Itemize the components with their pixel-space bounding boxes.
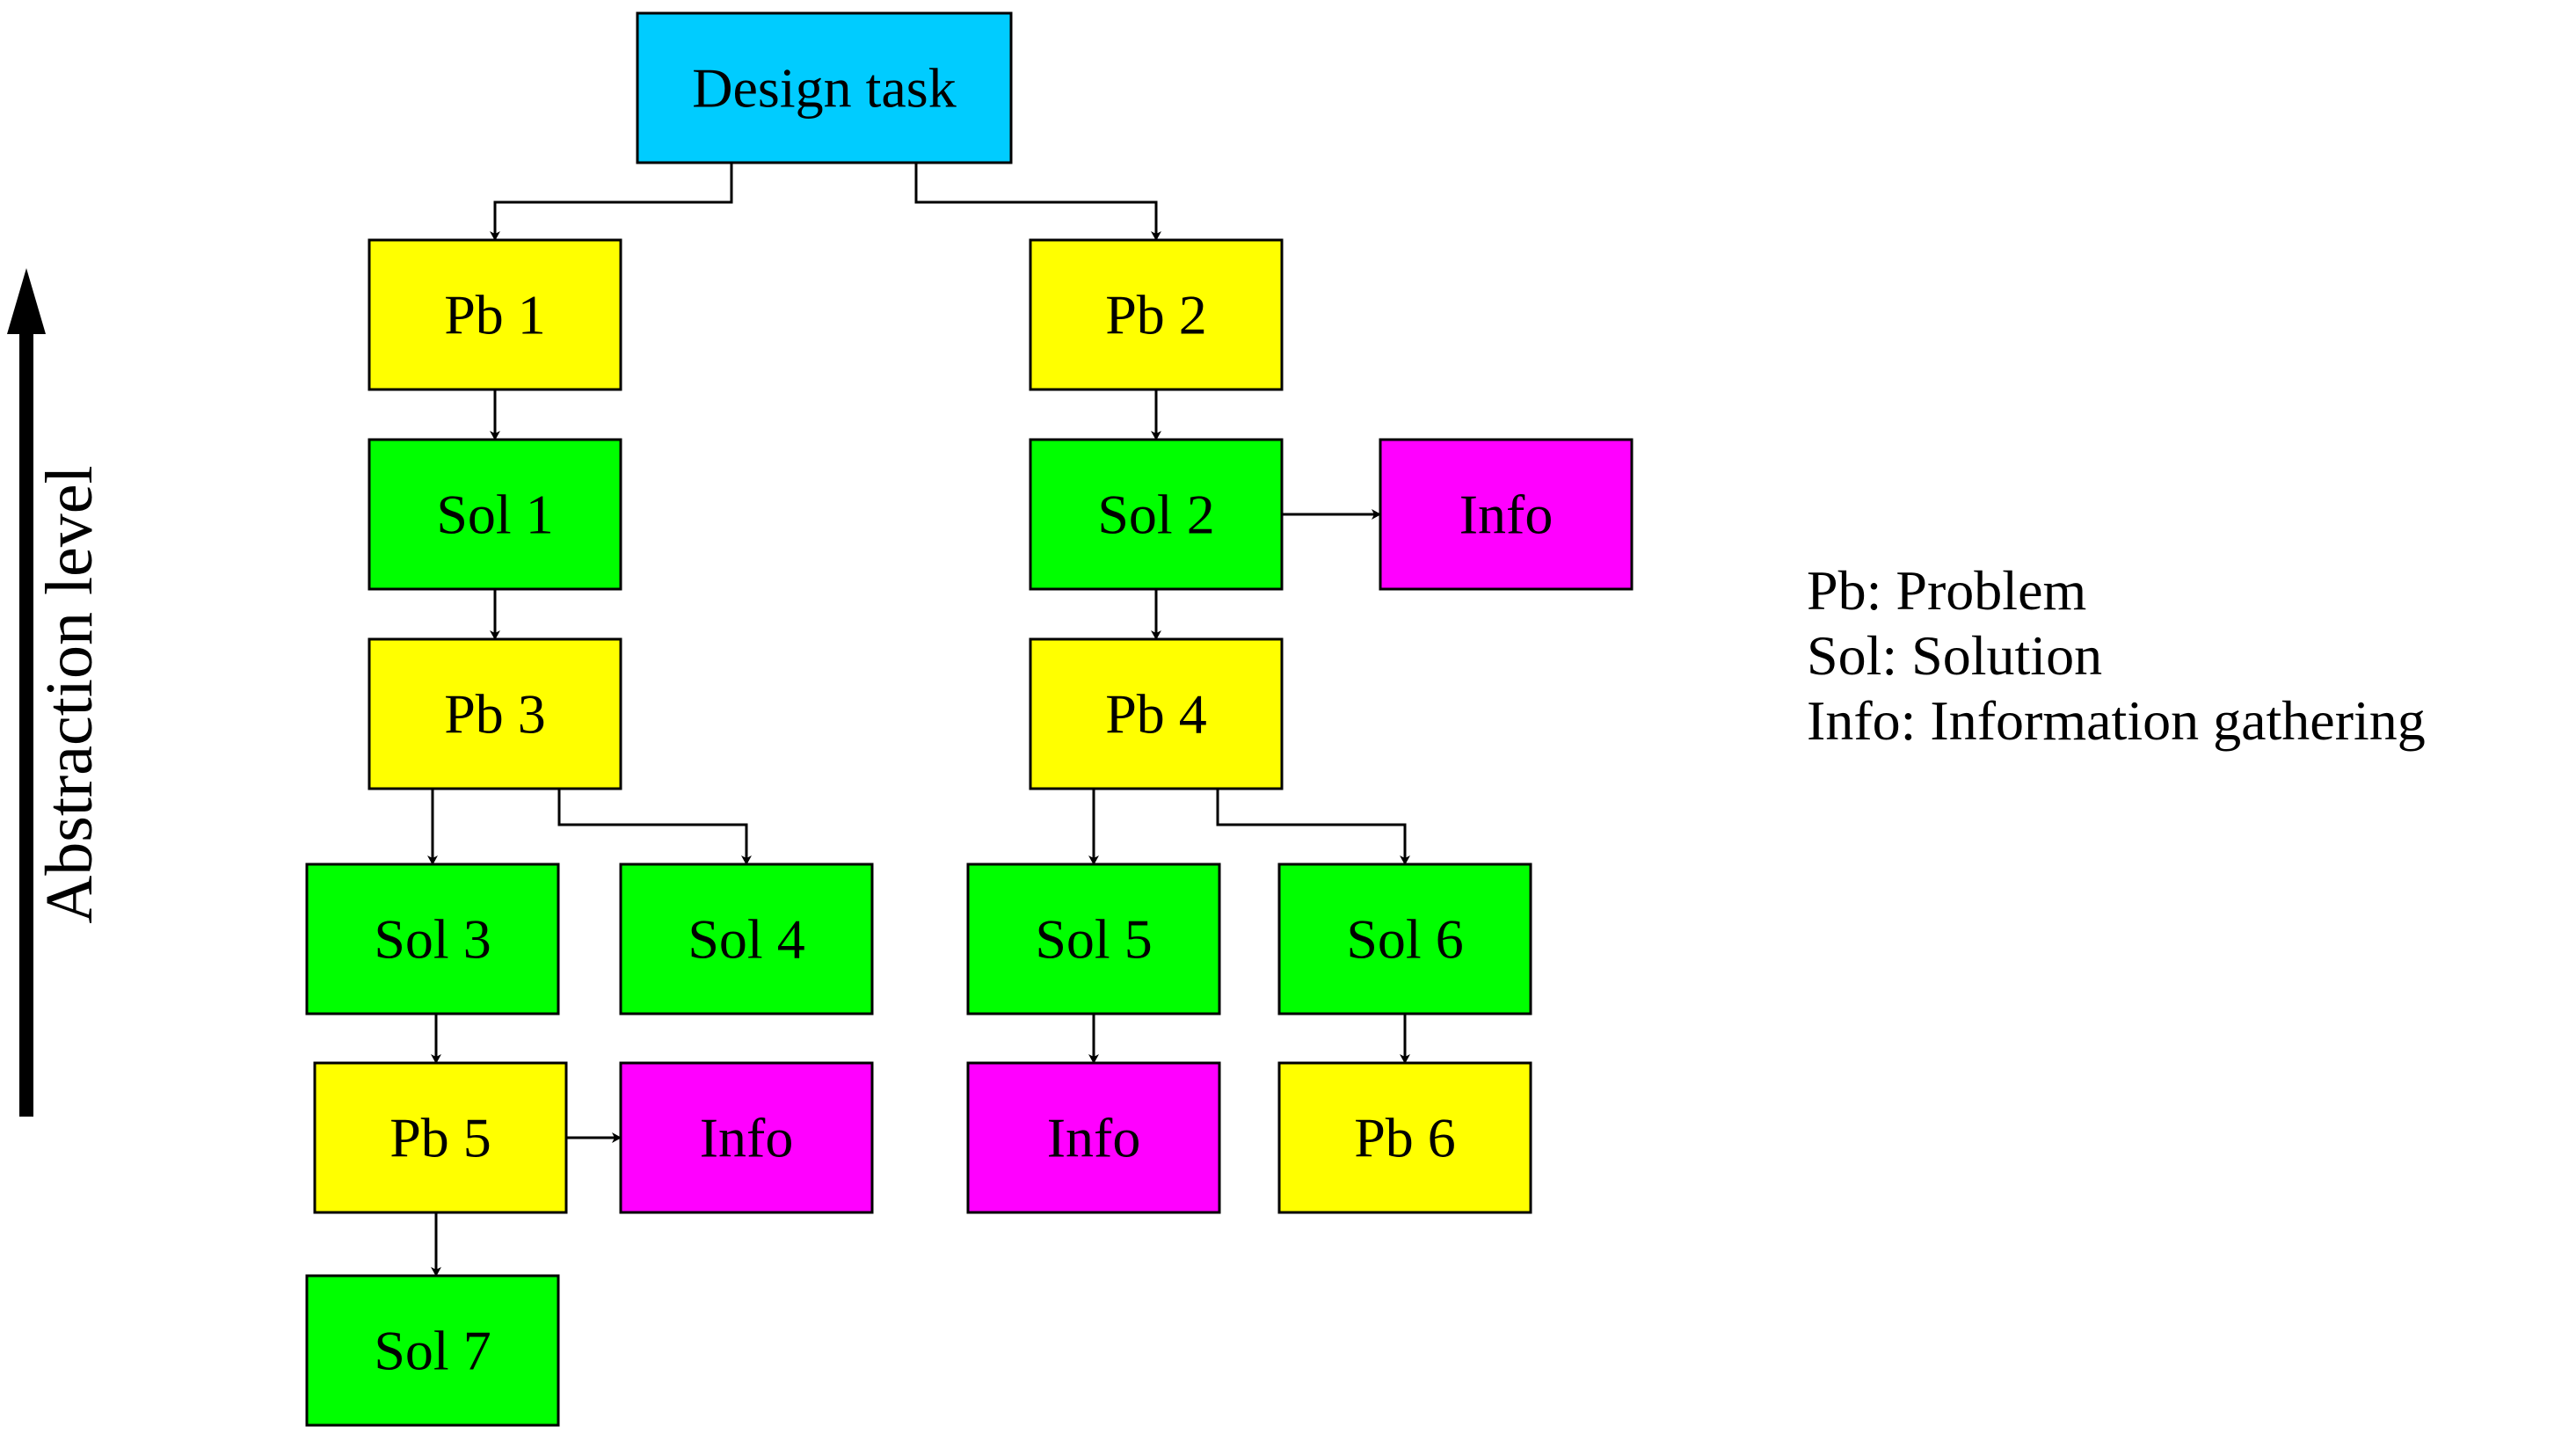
node-info1-box xyxy=(1379,438,1634,591)
node-pb2-box xyxy=(1029,238,1284,391)
node-sol3-label: Sol 3 xyxy=(374,908,491,971)
node-sol5-label: Sol 5 xyxy=(1035,908,1152,971)
node-sol7: Sol 7 xyxy=(305,1274,560,1427)
node-task-label: Design task xyxy=(692,57,956,120)
node-sol1-box xyxy=(367,438,622,591)
node-pb6-box xyxy=(1277,1061,1532,1214)
node-info3: Info xyxy=(966,1061,1221,1214)
node-pb5-label: Pb 5 xyxy=(389,1107,491,1169)
node-task-box xyxy=(636,11,1013,164)
legend-item-info: Info: Information gathering xyxy=(1807,689,2426,752)
node-pb2: Pb 2 xyxy=(1029,238,1284,391)
node-pb6-label: Pb 6 xyxy=(1354,1107,1456,1169)
node-sol3: Sol 3 xyxy=(305,863,560,1015)
node-pb4-box xyxy=(1029,637,1284,790)
node-pb3-label: Pb 3 xyxy=(444,683,546,746)
node-pb2-label: Pb 2 xyxy=(1105,284,1207,346)
node-pb4: Pb 4 xyxy=(1029,637,1284,790)
node-info3-label: Info xyxy=(1047,1107,1141,1169)
node-sol6: Sol 6 xyxy=(1277,863,1532,1015)
node-task: Design task xyxy=(636,11,1013,164)
node-info2-label: Info xyxy=(700,1107,794,1169)
node-pb6: Pb 6 xyxy=(1277,1061,1532,1214)
node-pb1-label: Pb 1 xyxy=(444,284,546,346)
legend: Pb: Problem Sol: Solution Info: Informat… xyxy=(1807,558,2426,753)
node-pb1: Pb 1 xyxy=(367,238,622,391)
node-sol6-box xyxy=(1277,863,1532,1015)
node-pb5: Pb 5 xyxy=(313,1061,568,1214)
abstraction-axis-label: Abstraction level xyxy=(33,465,106,923)
node-info3-box xyxy=(966,1061,1221,1214)
edges-layer xyxy=(427,163,1410,1277)
node-info1-label: Info xyxy=(1459,484,1554,546)
node-info2-box xyxy=(619,1061,874,1214)
edge-pb3-to-sol4 xyxy=(557,789,752,865)
legend-item-problem: Pb: Problem xyxy=(1807,559,2087,622)
node-pb3: Pb 3 xyxy=(367,637,622,790)
node-pb4-label: Pb 4 xyxy=(1105,683,1207,746)
node-sol2-label: Sol 2 xyxy=(1097,484,1214,546)
edge-pb4-to-sol6 xyxy=(1216,789,1410,865)
node-sol1-label: Sol 1 xyxy=(436,484,553,546)
node-sol4-label: Sol 4 xyxy=(688,908,804,971)
node-sol4-box xyxy=(619,863,874,1015)
node-sol4: Sol 4 xyxy=(619,863,874,1015)
edge-task-to-pb1 xyxy=(490,163,733,241)
node-sol2: Sol 2 xyxy=(1029,438,1284,591)
node-sol7-label: Sol 7 xyxy=(374,1320,491,1382)
node-pb5-box xyxy=(313,1061,568,1214)
node-pb1-box xyxy=(367,238,622,391)
node-sol1: Sol 1 xyxy=(367,438,622,591)
abstraction-axis: Abstraction level xyxy=(7,268,106,1117)
node-sol5: Sol 5 xyxy=(966,863,1221,1015)
abstraction-axis-arrowhead xyxy=(7,268,46,334)
node-sol3-box xyxy=(305,863,560,1015)
node-info2: Info xyxy=(619,1061,874,1214)
edge-task-to-pb2 xyxy=(914,163,1161,241)
node-pb3-box xyxy=(367,637,622,790)
node-sol2-box xyxy=(1029,438,1284,591)
node-sol7-box xyxy=(305,1274,560,1427)
node-info1: Info xyxy=(1379,438,1634,591)
nodes-layer: Design task Pb 1 Pb 2 Sol 1 Sol 2 Info Pb 3 Pb … xyxy=(305,11,1634,1427)
legend-item-solution: Sol: Solution xyxy=(1807,624,2103,687)
node-sol5-box xyxy=(966,863,1221,1015)
node-sol6-label: Sol 6 xyxy=(1346,908,1463,971)
